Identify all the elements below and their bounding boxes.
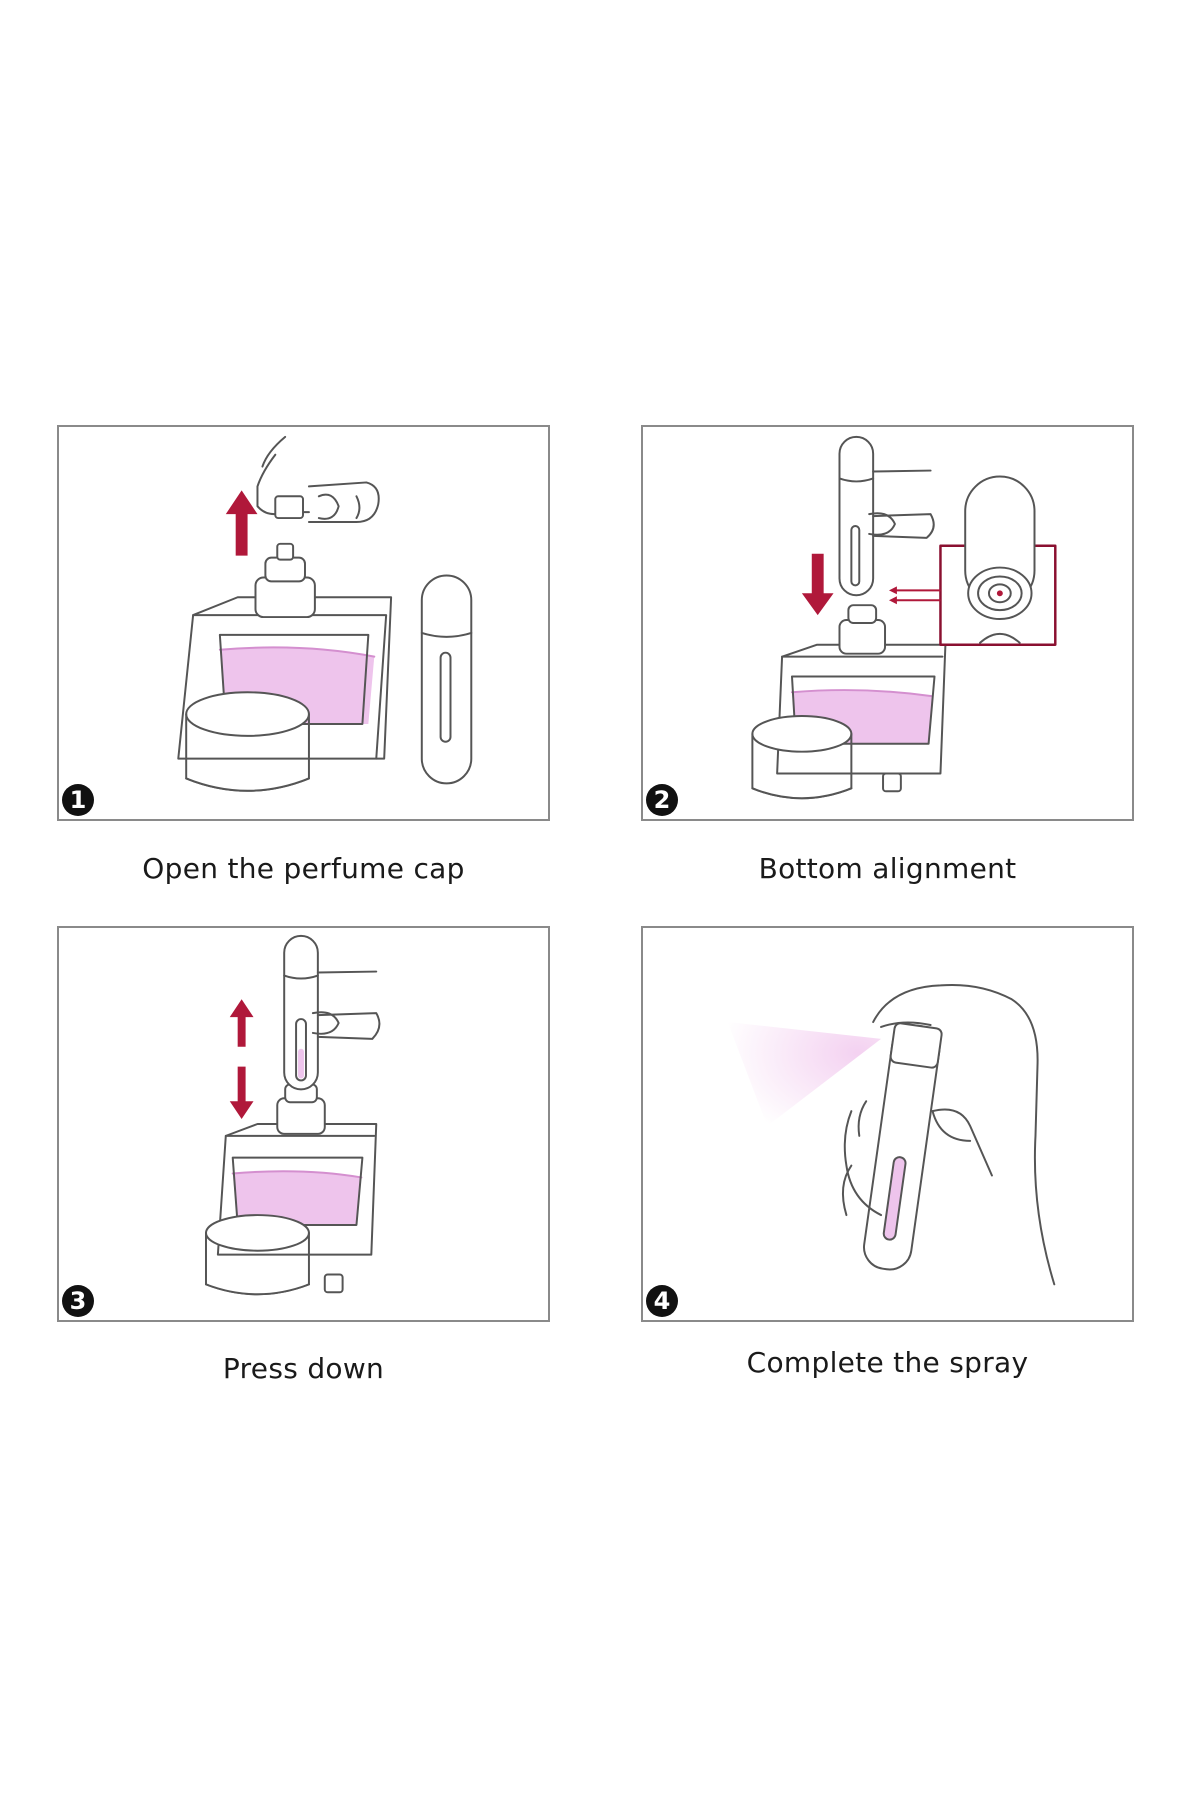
step-number-badge: 3 xyxy=(62,1285,94,1317)
step-1-illustration xyxy=(177,435,473,792)
step-4-panel: 4 xyxy=(641,926,1134,1322)
step-number-badge: 2 xyxy=(646,784,678,816)
bottle-liquid xyxy=(232,1171,362,1225)
alignment-arrows-icon xyxy=(892,589,941,602)
step-2-caption: Bottom alignment xyxy=(758,852,1017,885)
step-number-badge: 1 xyxy=(62,784,94,816)
spray-mist xyxy=(727,1022,882,1126)
up-arrow-icon xyxy=(225,490,258,556)
step-4-illustration xyxy=(727,984,1056,1286)
step-number-badge: 4 xyxy=(646,1285,678,1317)
up-arrow-icon xyxy=(229,999,254,1047)
down-arrow-icon xyxy=(229,1066,254,1120)
down-arrow-icon xyxy=(801,553,834,616)
step-4-caption: Complete the spray xyxy=(746,1346,1029,1379)
step-2-panel: 2 xyxy=(641,425,1134,821)
step-3-panel: 3 xyxy=(57,926,550,1322)
step-3-caption: Press down xyxy=(222,1352,385,1385)
step-1-panel: 1 xyxy=(57,425,550,821)
step-3-illustration xyxy=(205,934,381,1296)
step-2-illustration xyxy=(751,435,1057,800)
step-1-caption: Open the perfume cap xyxy=(142,852,465,885)
